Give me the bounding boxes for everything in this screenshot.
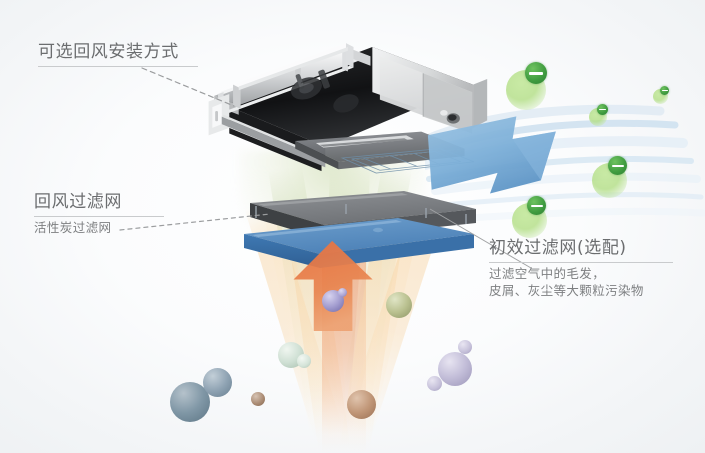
- dust-particle: [438, 352, 472, 386]
- supply-air-arrow: [427, 116, 556, 194]
- ion-bubble: [589, 104, 611, 126]
- annotation-right: 初效过滤网(选配) 过滤空气中的毛发， 皮屑、灰尘等大颗粒污染物: [489, 238, 673, 299]
- annotation-mid-left-title: 回风过滤网: [34, 192, 122, 212]
- annotation-right-line1: 过滤空气中的毛发，: [489, 266, 606, 281]
- annotation-rule: [489, 262, 673, 263]
- annotation-right-line2: 皮屑、灰尘等大颗粒污染物: [489, 283, 644, 298]
- ion-bubble: [653, 86, 671, 104]
- dust-particle: [251, 392, 265, 406]
- indoor-unit: [208, 43, 488, 174]
- annotation-mid-left: 回风过滤网 活性炭过滤网: [34, 192, 164, 236]
- annotation-rule: [38, 66, 198, 67]
- ion-bubble: [506, 62, 554, 110]
- dust-particle: [297, 354, 311, 368]
- leader-line-top-left: [141, 67, 235, 107]
- annotation-mid-left-subtitle: 活性炭过滤网: [34, 220, 112, 235]
- dust-particle: [170, 382, 210, 422]
- ion-bubble: [592, 156, 634, 198]
- return-air-arrow: [293, 240, 373, 331]
- dust-particle: [338, 288, 347, 297]
- pre-filter-plate: [244, 204, 474, 268]
- dust-particle: [347, 390, 376, 419]
- leader-line-mid-left: [119, 213, 271, 231]
- dust-particle: [427, 376, 442, 391]
- leader-line-right: [429, 208, 532, 269]
- annotation-rule: [34, 216, 164, 217]
- dust-particle: [458, 340, 472, 354]
- annotation-top-left: 可选回风安装方式: [38, 42, 198, 69]
- ion-bubble: [512, 196, 554, 238]
- dust-particle: [386, 292, 412, 318]
- dust-particle: [203, 368, 232, 397]
- annotation-top-left-title: 可选回风安装方式: [38, 42, 179, 62]
- annotation-right-title: 初效过滤网(选配): [489, 238, 627, 258]
